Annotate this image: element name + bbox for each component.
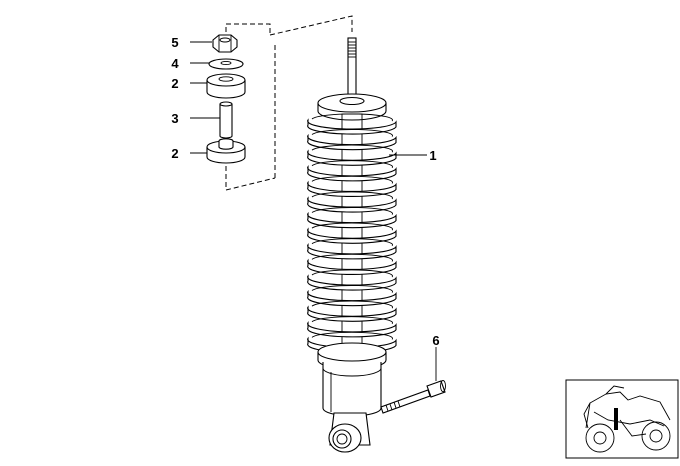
spring-coil-back — [311, 160, 393, 169]
hex-bolt — [380, 380, 446, 414]
callout-5: 5 — [171, 35, 178, 50]
spring-coil-back — [311, 316, 393, 325]
shock-absorber — [307, 37, 397, 453]
spring-coil-back — [311, 285, 393, 293]
hex-nut — [212, 34, 238, 53]
spring-coil-back — [311, 207, 393, 215]
flat-washer — [208, 58, 244, 70]
assembly-bracket — [225, 15, 353, 191]
spring-coil-back — [311, 113, 393, 122]
spring-coil-back — [311, 269, 393, 278]
spring-coil-back — [311, 175, 393, 184]
spring-coil-back — [311, 129, 393, 137]
lower-rubber-bushing — [206, 138, 246, 164]
spring-coil-back — [311, 300, 393, 309]
callout-6: 6 — [432, 333, 439, 348]
callout-1: 1 — [429, 148, 436, 163]
coil-spring — [307, 113, 397, 354]
spacer-sleeve — [219, 101, 233, 139]
spring-coil-back — [311, 331, 393, 340]
spring-coil-back — [311, 191, 393, 200]
spring-coil-back — [311, 144, 393, 153]
callout-2-lower: 2 — [171, 146, 178, 161]
spring-coil-back — [311, 238, 393, 247]
shock-location-marker — [614, 408, 618, 430]
spring-coil-back — [311, 253, 393, 262]
upper-rubber-bushing — [206, 73, 246, 99]
motorcycle-locator-thumbnail — [565, 379, 679, 459]
spring-coil-back — [311, 222, 393, 231]
callout-2-upper: 2 — [171, 76, 178, 91]
callout-3: 3 — [171, 111, 178, 126]
callout-4: 4 — [171, 56, 179, 71]
